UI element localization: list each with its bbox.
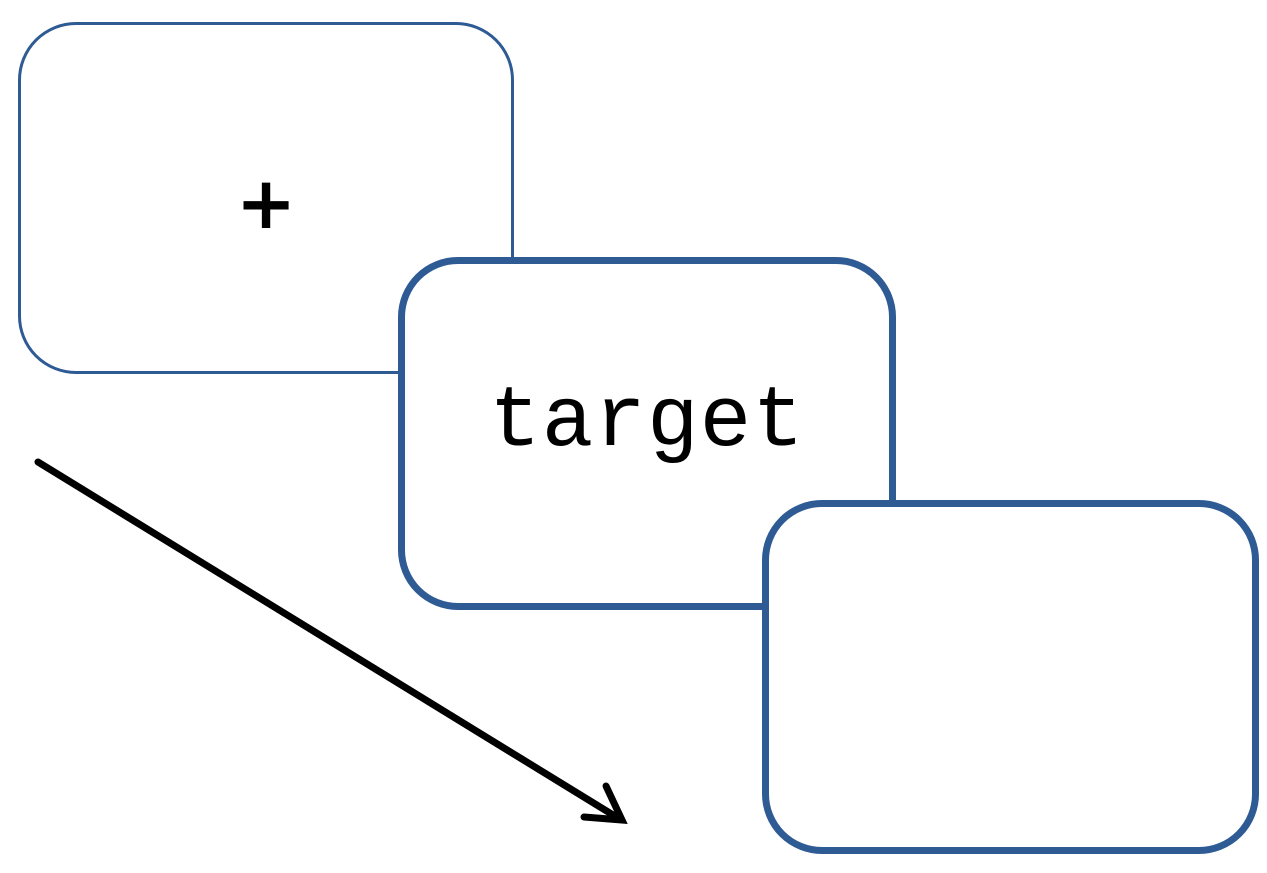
arrow-head bbox=[580, 782, 628, 824]
target-word: target bbox=[489, 373, 805, 471]
fixation-cross: + bbox=[235, 161, 297, 245]
fixation-screen: + bbox=[18, 22, 514, 374]
blank-screen bbox=[762, 500, 1259, 854]
